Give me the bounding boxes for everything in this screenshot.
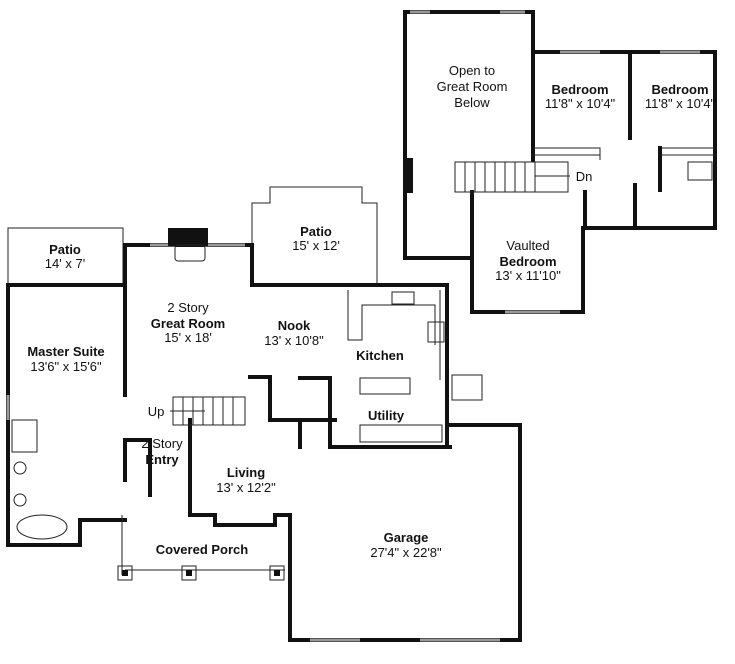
entry-name: 2 Story — [141, 436, 183, 451]
entry-name: Entry — [145, 452, 179, 467]
vaulted-bedroom-name: Vaulted — [506, 238, 549, 253]
patio-left-size: 14' x 7' — [45, 256, 85, 271]
kitchen-name: Kitchen — [356, 348, 404, 363]
bedroom-2-size: 11'8" x 10'4" — [645, 96, 716, 111]
master-suite-name: Master Suite — [27, 344, 104, 359]
upper-floor: Open to Great Room Below Bedroom 11'8" x… — [403, 10, 717, 314]
stair-up-label: Up — [148, 404, 165, 419]
covered-porch-name: Covered Porch — [156, 542, 249, 557]
utility-name: Utility — [368, 408, 405, 423]
bedroom-1-size: 11'8" x 10'4" — [545, 96, 616, 111]
patio-right-size: 15' x 12' — [292, 238, 340, 253]
great-room-name: 2 Story — [167, 300, 209, 315]
vaulted-bedroom-name: Bedroom — [499, 254, 556, 269]
stair-down-label: Dn — [576, 169, 593, 184]
living-name: Living — [227, 465, 265, 480]
upper-stair — [454, 161, 570, 193]
main-stair — [170, 396, 246, 426]
patio-left-name: Patio — [49, 242, 81, 257]
open-to-below-label: Below — [454, 95, 490, 110]
bedroom-2-name: Bedroom — [651, 82, 708, 97]
garage-name: Garage — [384, 530, 429, 545]
vaulted-bedroom-size: 13' x 11'10" — [495, 268, 561, 283]
living-size: 13' x 12'2" — [216, 480, 276, 495]
great-room-name: Great Room — [151, 316, 225, 331]
main-floor: Patio 14' x 7' Patio 15' x 12' 2 Story G… — [6, 186, 522, 642]
nook-size: 13' x 10'8" — [264, 333, 324, 348]
garage-size: 27'4" x 22'8" — [370, 545, 442, 560]
open-to-below-label: Open to — [449, 63, 495, 78]
great-room-size: 15' x 18' — [164, 330, 212, 345]
master-suite-size: 13'6" x 15'6" — [30, 359, 102, 374]
bedroom-1-name: Bedroom — [551, 82, 608, 97]
nook-name: Nook — [278, 318, 311, 333]
patio-right-name: Patio — [300, 224, 332, 239]
open-to-below-label: Great Room — [437, 79, 508, 94]
